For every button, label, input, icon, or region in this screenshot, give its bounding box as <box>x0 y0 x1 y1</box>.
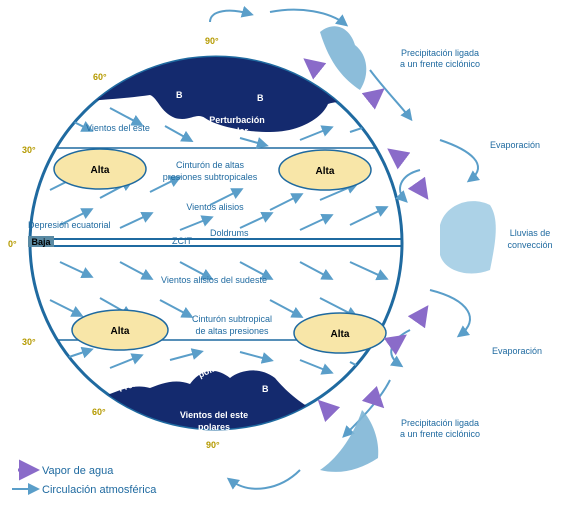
evaporacion-s: Evaporación <box>492 346 542 356</box>
cloud-south <box>320 410 379 472</box>
lluvias-2: convección <box>507 240 552 250</box>
legend-circulation-label: Circulación atmosférica <box>42 484 157 496</box>
vientos-alisios-s: Vientos alisios del sudeste <box>161 275 267 285</box>
alta-sw-label: Alta <box>111 326 130 337</box>
baja-label: Baja <box>31 237 51 247</box>
lat-label-n60: 60° <box>93 72 107 82</box>
legend-vapor-label: Vapor de agua <box>42 465 114 477</box>
alta-se-label: Alta <box>331 329 350 340</box>
b-label-1: B <box>176 90 183 100</box>
alta-sw-ellipse <box>71 309 169 351</box>
lat-label-s90: 90° <box>206 440 220 450</box>
precip-s-1: Precipitación ligada <box>401 418 479 428</box>
vientos-este-label: Vientos del este <box>86 123 150 133</box>
cinturon-s-1: Cinturón subtropical <box>192 314 272 324</box>
lat-label-eq: 0° <box>8 239 17 249</box>
b-label-s: B <box>262 384 269 394</box>
lat-label-n90: 90° <box>205 36 219 46</box>
vapor-arrows <box>303 58 429 423</box>
vientos-alisios-n: Vientos alisios <box>186 202 244 212</box>
precip-s-2: a un frente ciclónico <box>400 429 480 439</box>
doldrums-label: Doldrums <box>210 228 249 238</box>
alta-nw-label: Alta <box>91 165 110 176</box>
south-polar-cap <box>30 370 402 429</box>
cloud-north <box>320 26 367 90</box>
vientos-este-polares-1: Vientos del este <box>180 410 248 420</box>
alta-se-ellipse <box>293 312 387 354</box>
vientos-este-polares-2: polares <box>198 422 230 432</box>
baja-box <box>28 236 54 247</box>
cinturon-n-2: presiones subtropicales <box>163 172 258 182</box>
outer-circulation <box>209 5 480 490</box>
alta-nw-ellipse <box>53 148 147 190</box>
cinturon-n-1: Cinturón de altas <box>176 160 245 170</box>
perturbacion-label-2: polar <box>226 126 249 136</box>
evaporacion-n: Evaporación <box>490 140 540 150</box>
lat-label-s60: 60° <box>92 407 106 417</box>
lat-label-n30: 30° <box>22 145 36 155</box>
alta-ne-ellipse <box>278 149 372 191</box>
wind-arrows-north <box>49 107 389 231</box>
lat-label-s30: 30° <box>22 337 36 347</box>
depresion-ecuatorial: Depresión ecuatorial <box>28 220 111 230</box>
perturbacion-label: Perturbación <box>209 115 265 125</box>
cloud-convection <box>440 201 496 274</box>
b-label-2: B <box>257 93 264 103</box>
alta-ne-label: Alta <box>316 166 335 177</box>
precip-n-1: Precipitación ligada <box>401 48 479 58</box>
precip-n-2: a un frente ciclónico <box>400 59 480 69</box>
lluvias-1: Lluvias de <box>510 228 551 238</box>
zcit-label: ZCIT <box>172 236 192 246</box>
cinturon-s-2: de altas presiones <box>195 326 269 336</box>
